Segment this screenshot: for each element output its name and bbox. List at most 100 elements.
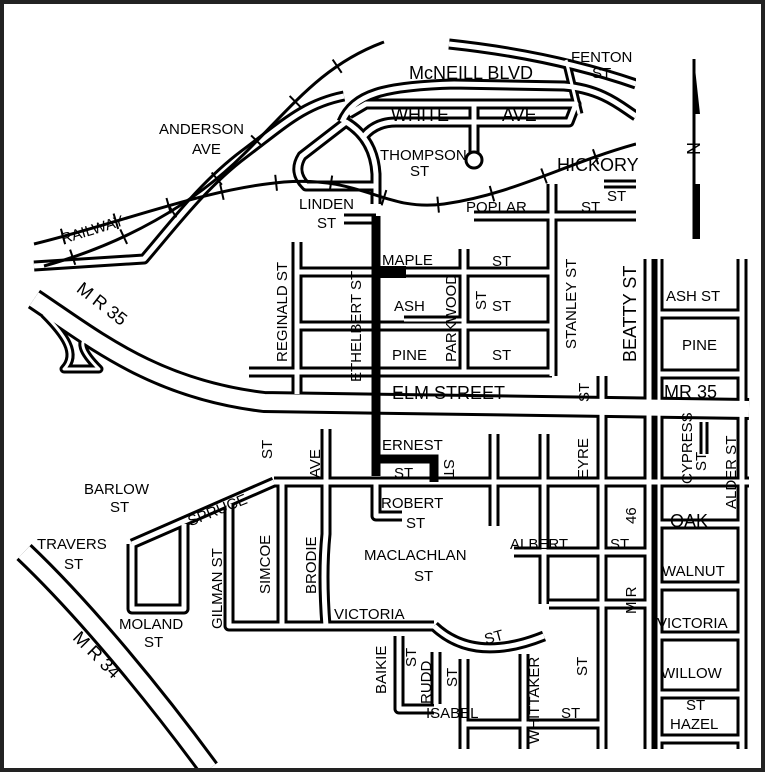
gilman-st xyxy=(226,504,434,629)
label-maple-st: ST xyxy=(492,253,511,270)
label-albert-st: ST xyxy=(610,536,629,553)
label-brodie-ave: AVE xyxy=(307,449,324,478)
label-travers: TRAVERS xyxy=(37,536,107,553)
label-travers-st: ST xyxy=(64,556,83,573)
label-maclachlan: MACLACHLAN xyxy=(364,547,467,564)
brodie-st xyxy=(321,429,329,627)
label-pine: PINE xyxy=(392,347,427,364)
white-ave xyxy=(362,101,579,154)
anderson-ave xyxy=(295,119,379,204)
north-arrow: N xyxy=(683,59,703,239)
label-baikie: BAIKIE xyxy=(373,646,390,694)
mcneill-blvd xyxy=(339,81,638,124)
label-fenton: FENTON xyxy=(571,49,632,66)
label-spruce: SPRUCE xyxy=(185,491,249,530)
label-ernest-st: ST xyxy=(394,465,413,482)
railway-layer xyxy=(33,40,637,268)
railway-tie xyxy=(436,196,440,213)
label-mr-vertical: M R xyxy=(623,586,640,614)
label-elm-st-vertical: ST xyxy=(576,383,593,402)
roads-layer xyxy=(16,38,750,768)
label-fenton-st: ST xyxy=(592,65,611,82)
railway-tie xyxy=(274,174,278,191)
label-robert: ROBERT xyxy=(381,495,443,512)
upper-road xyxy=(448,41,637,87)
label-poplar: POPLAR xyxy=(466,199,527,216)
baikie-st xyxy=(396,636,434,712)
label-victoria-st: ST xyxy=(483,627,506,648)
label-white: WHITE xyxy=(391,105,449,125)
label-rudd: RUDD xyxy=(418,661,435,704)
label-baikie-st: ST xyxy=(403,648,420,667)
label-simcoe: SIMCOE xyxy=(257,535,274,594)
label-maple: MAPLE xyxy=(382,252,433,269)
label-cypress: CYPRESS xyxy=(679,412,696,484)
label-mr35-right: MR 35 xyxy=(664,382,717,402)
label-stanley-st: STANLEY ST xyxy=(563,259,580,349)
railway-tie xyxy=(288,95,302,109)
label-maclachlan-st: ST xyxy=(414,568,433,585)
label-cypress-st: ST xyxy=(693,452,710,471)
label-ethelbert-st: ETHELBERT ST xyxy=(348,271,365,382)
barlow-loop xyxy=(129,524,187,612)
ernest-highlight xyxy=(376,454,439,482)
railway-tie xyxy=(112,213,120,230)
label-pine-st: ST xyxy=(492,347,511,364)
label-hickory-st: ST xyxy=(607,188,626,205)
label-albert: ALBERT xyxy=(510,536,568,553)
label-ernest-st-vertical: ST xyxy=(440,459,457,478)
label-isabel: ISABEL xyxy=(426,705,479,722)
label-victoria-right: VICTORIA xyxy=(657,615,728,632)
white-ave-top xyxy=(347,101,474,117)
label-white-ave: AVE xyxy=(502,105,537,125)
label-pine-right: PINE xyxy=(682,337,717,354)
mr34 xyxy=(18,546,216,768)
label-whittaker-st: ST xyxy=(574,657,591,676)
label-robert-st: ST xyxy=(406,515,425,532)
railway-tie xyxy=(119,229,128,245)
victoria-curve xyxy=(432,624,545,651)
label-eyre: EYRE xyxy=(575,438,592,479)
interchange-ramp xyxy=(42,312,101,371)
label-mr46: 46 xyxy=(623,507,640,524)
label-barlow: BARLOW xyxy=(84,481,150,498)
label-parkwood: PARKWOOD xyxy=(443,274,460,362)
label-ash-st: ST xyxy=(492,298,511,315)
label-beatty-st: BEATTY ST xyxy=(620,266,640,362)
label-hazel-st: ST xyxy=(686,697,705,714)
label-hazel: HAZEL xyxy=(670,716,718,733)
label-alder-st: ALDER ST xyxy=(723,436,740,509)
thompson-cul-de-sac xyxy=(464,150,484,170)
label-victoria: VICTORIA xyxy=(334,606,405,623)
label-ash: ASH xyxy=(394,298,425,315)
label-willow: WILLOW xyxy=(661,665,723,682)
railway-tie xyxy=(219,183,225,201)
label-linden-st: ST xyxy=(317,215,336,232)
label-spruce-st-vertical: ST xyxy=(259,440,276,459)
label-whittaker: WHITTAKER xyxy=(526,657,543,744)
railway-tie xyxy=(591,148,600,165)
label-ash-st-right: ASH ST xyxy=(666,288,720,305)
railway-tie xyxy=(69,249,77,266)
label-poplar-st: ST xyxy=(581,199,600,216)
elm-street xyxy=(29,292,750,417)
label-railway: RAILWAY xyxy=(59,213,126,248)
railway-line xyxy=(43,40,385,268)
label-barlow-st: ST xyxy=(110,499,129,516)
railway-tie xyxy=(540,168,548,184)
label-linden: LINDEN xyxy=(299,196,354,213)
railway-tie xyxy=(380,189,388,206)
label-parkwood-st: ST xyxy=(473,291,490,310)
label-oak: OAK xyxy=(670,511,708,531)
railway-line xyxy=(33,142,637,246)
label-walnut: WALNUT xyxy=(662,563,725,580)
railway-tie xyxy=(59,228,67,245)
spruce-diag xyxy=(130,479,276,547)
railway-tie xyxy=(488,185,496,202)
label-reginald-st: REGINALD ST xyxy=(274,262,291,362)
label-thompson: THOMPSON xyxy=(380,147,467,164)
label-thompson-st: ST xyxy=(410,163,429,180)
label-anderson-ave: AVE xyxy=(192,141,221,158)
robert-st xyxy=(373,482,402,519)
label-rudd-st: ST xyxy=(444,668,461,687)
